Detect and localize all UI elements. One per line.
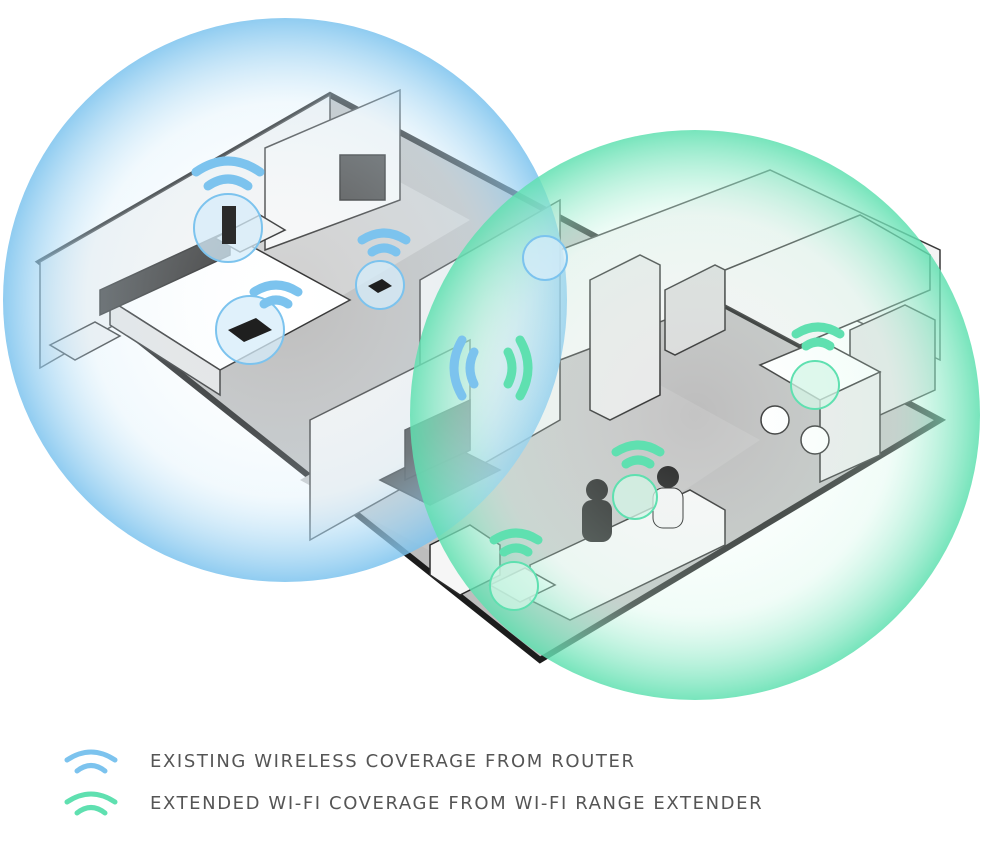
extender-coverage-area xyxy=(410,130,980,700)
wifi-waves-icon xyxy=(357,228,411,257)
tablet-device-icon xyxy=(228,318,272,342)
phone-device-icon xyxy=(368,279,392,293)
router-device-icon xyxy=(222,206,236,244)
wifi-waves-icon xyxy=(191,156,265,191)
wifi-waves-icon xyxy=(449,335,479,401)
wifi-waves-icon xyxy=(64,791,118,816)
router-signals xyxy=(191,156,479,401)
legend-item-extender: EXTENDED WI-FI COVERAGE FROM WI-FI RANGE… xyxy=(62,788,763,818)
wifi-waves-icon xyxy=(611,440,665,469)
legend-label-router: EXISTING WIRELESS COVERAGE FROM ROUTER xyxy=(150,750,636,772)
couch-tablet-bubble xyxy=(612,474,658,520)
wifi-waves-icon xyxy=(791,322,845,351)
device-bubbles xyxy=(193,193,840,611)
wall-device-bubble xyxy=(522,235,568,281)
table-device-bubble xyxy=(489,561,539,611)
laptop-bubble xyxy=(790,360,840,410)
wifi-waves-icon xyxy=(503,335,533,401)
wifi-waves-icon xyxy=(489,528,543,557)
extender-signals xyxy=(489,322,845,557)
coverage-diagram xyxy=(3,18,980,700)
legend-item-router: EXISTING WIRELESS COVERAGE FROM ROUTER xyxy=(62,746,636,776)
legend-label-extender: EXTENDED WI-FI COVERAGE FROM WI-FI RANGE… xyxy=(150,792,764,814)
wifi-waves-icon xyxy=(249,280,303,309)
wifi-waves-icon xyxy=(64,749,118,774)
